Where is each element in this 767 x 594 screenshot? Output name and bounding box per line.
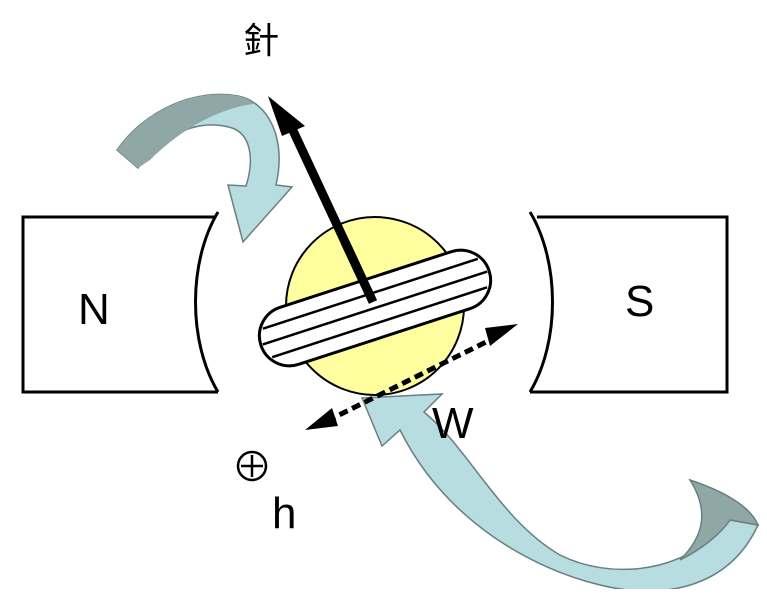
coil-width-label: W bbox=[432, 399, 474, 448]
upper-rotation-arrow bbox=[115, 93, 294, 244]
circle-plus-icon bbox=[236, 450, 268, 482]
coil-width-indicator bbox=[305, 324, 518, 430]
lower-rotation-arrow bbox=[360, 393, 760, 592]
north-pole-label: N bbox=[78, 285, 110, 334]
height-label: h bbox=[272, 489, 296, 538]
south-pole-label: S bbox=[625, 277, 654, 326]
needle-label: 針 bbox=[243, 21, 279, 62]
north-pole-magnet bbox=[21, 211, 220, 394]
south-pole-magnet bbox=[528, 211, 729, 394]
